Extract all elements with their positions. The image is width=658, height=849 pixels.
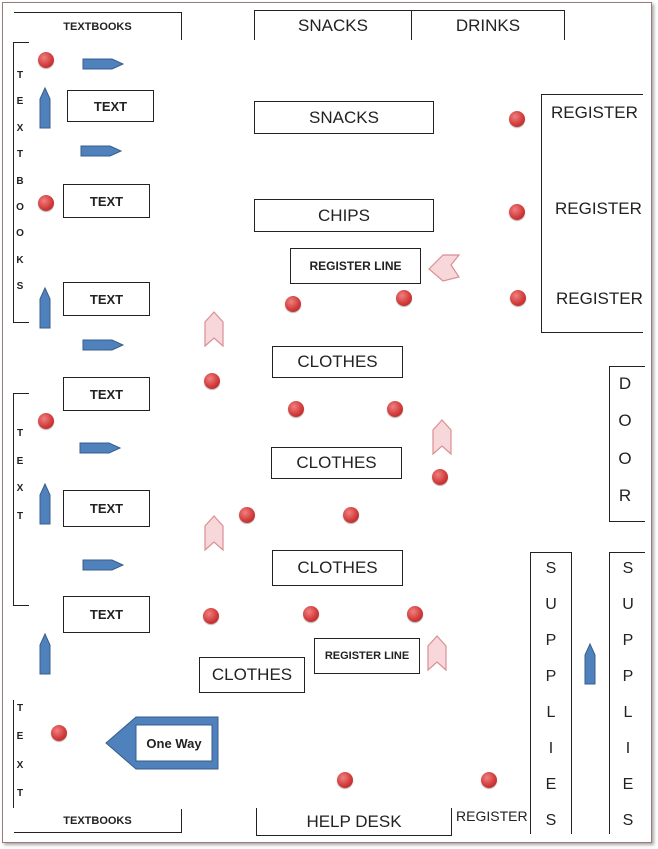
red-dot-marker	[239, 507, 255, 523]
supplies-right-edge	[609, 552, 610, 834]
right-arrow-icon	[82, 559, 125, 571]
red-dot-marker	[396, 290, 412, 306]
red-dot-marker	[38, 52, 54, 68]
chips-shelf: CHIPS	[254, 199, 434, 232]
red-dot-marker	[509, 204, 525, 220]
pink-left-arrow-icon	[428, 254, 461, 282]
right-arrow-icon	[82, 339, 125, 351]
register-label-3: REGISTER	[556, 289, 643, 308]
snacks-shelf: SNACKS	[254, 101, 434, 134]
supplies-left-edge-1	[530, 552, 531, 834]
clothes-rack-3: CLOTHES	[272, 550, 403, 586]
up-arrow-icon	[39, 86, 51, 129]
red-dot-marker	[285, 296, 301, 312]
help-desk: HELP DESK	[256, 808, 452, 836]
red-dot-marker	[510, 290, 526, 306]
red-dot-marker	[51, 725, 67, 741]
red-dot-marker	[38, 413, 54, 429]
red-dot-marker	[343, 507, 359, 523]
red-dot-marker	[303, 606, 319, 622]
up-arrow-icon	[39, 286, 51, 329]
up-arrow-icon	[39, 482, 51, 525]
register-bottom-label: REGISTER	[456, 808, 528, 824]
text-shelf-3: TEXT	[63, 282, 150, 316]
text-bracket-middle	[13, 393, 29, 606]
register-line-sign-1: REGISTER LINE	[290, 248, 421, 284]
register-line-sign-2: REGISTER LINE	[314, 638, 420, 674]
one-way-label: One Way	[146, 735, 202, 751]
door	[609, 366, 645, 522]
right-arrow-icon	[79, 442, 122, 454]
supplies-right-top	[609, 552, 645, 553]
pink-up-arrow-icon	[427, 635, 447, 672]
red-dot-marker	[407, 606, 423, 622]
red-dot-marker	[387, 401, 403, 417]
text-shelf-2: TEXT	[63, 184, 150, 218]
clothes-rack-2: CLOTHES	[271, 447, 402, 479]
up-arrow-icon	[39, 632, 51, 675]
register-counter	[541, 94, 643, 333]
one-way-sign-icon	[105, 716, 219, 770]
pink-up-arrow-icon	[204, 515, 224, 552]
supplies-left-top	[530, 552, 571, 553]
text-shelf-4: TEXT	[63, 377, 150, 411]
supplies-left-edge-2	[571, 552, 572, 834]
text-shelf-6: TEXT	[63, 596, 150, 633]
textbooks-bracket	[13, 42, 29, 323]
text-shelf-5: TEXT	[63, 490, 150, 527]
red-dot-marker	[481, 772, 497, 788]
up-arrow-icon	[584, 642, 596, 685]
red-dot-marker	[288, 401, 304, 417]
pink-up-arrow-icon	[204, 311, 224, 348]
red-dot-marker	[337, 772, 353, 788]
drinks-top-label: DRINKS	[411, 10, 565, 40]
red-dot-marker	[203, 608, 219, 624]
red-dot-marker	[432, 469, 448, 485]
snacks-top-label: SNACKS	[254, 10, 412, 40]
map-frame	[2, 2, 652, 843]
right-arrow-icon	[80, 145, 123, 157]
pink-up-arrow-icon	[432, 419, 452, 456]
right-arrow-icon	[82, 58, 125, 70]
textbooks-top-label: TEXTBOOKS	[14, 12, 182, 40]
text-shelf-1: TEXT	[67, 90, 154, 122]
red-dot-marker	[38, 195, 54, 211]
red-dot-marker	[509, 111, 525, 127]
textbooks-bottom-label: TEXTBOOKS	[14, 809, 182, 833]
clothes-rack-4: CLOTHES	[199, 657, 305, 693]
clothes-rack-1: CLOTHES	[272, 346, 403, 378]
red-dot-marker	[204, 373, 220, 389]
register-label-1: REGISTER	[551, 103, 638, 122]
text-bracket-bottom	[13, 700, 17, 808]
register-label-2: REGISTER	[555, 199, 642, 218]
